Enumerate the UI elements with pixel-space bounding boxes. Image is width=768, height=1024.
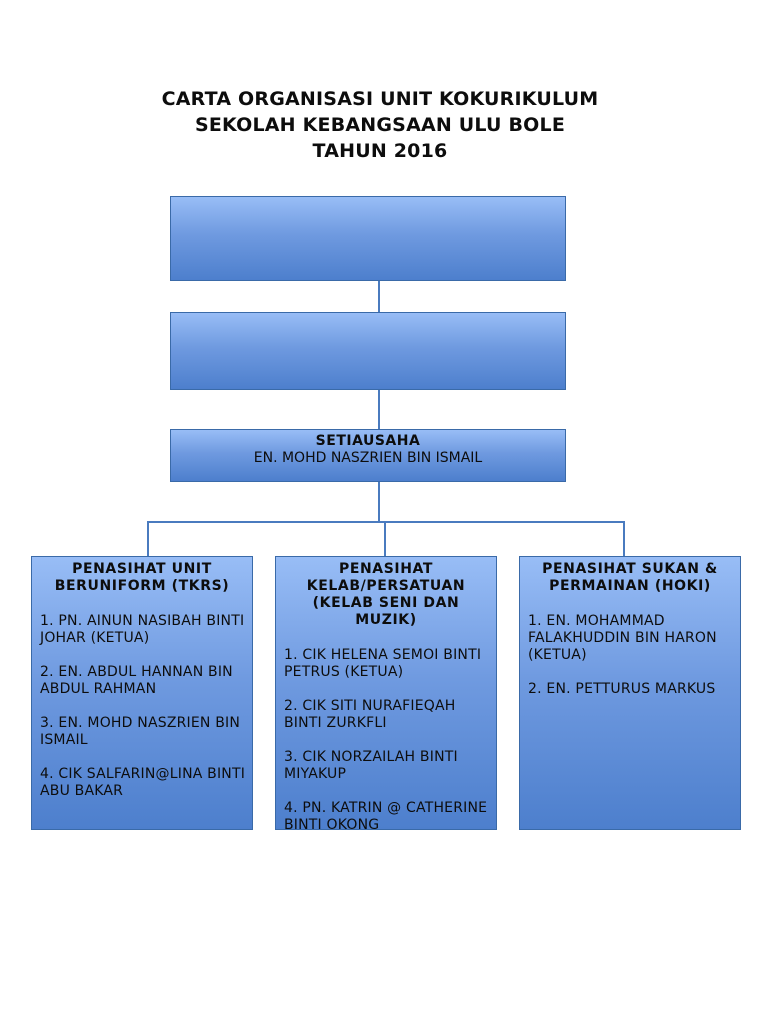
connector-horizontal [147, 521, 625, 523]
list-item: 2. EN. ABDUL HANNAN BIN ABDUL RAHMAN [40, 664, 233, 697]
connector-secretary-down [378, 482, 380, 522]
connector-col3 [623, 521, 625, 556]
connector-top-to-second [378, 281, 380, 313]
connector-second-to-secretary [378, 390, 380, 430]
advisor-box-uniform: PENASIHAT UNIT BERUNIFORM (TKRS) 1. PN. … [31, 556, 253, 830]
title-line-1: CARTA ORGANISASI UNIT KOKURIKULUM [161, 88, 599, 110]
advisor-box-sports: PENASIHAT SUKAN & PERMAINAN (HOKI) 1. EN… [519, 556, 741, 830]
advisor-title-club: PENASIHAT KELAB/PERSATUAN (KELAB SENI DA… [306, 561, 466, 628]
secretary-box: SETIAUSAHA EN. MOHD NASZRIEN BIN ISMAIL [170, 429, 566, 482]
title-line-2: SEKOLAH KEBANGSAAN ULU BOLE [194, 114, 566, 136]
chart-title: CARTA ORGANISASI UNIT KOKURIKULUM SEKOLA… [0, 86, 768, 164]
list-item: 2. EN. PETTURUS MARKUS [528, 681, 716, 697]
list-item: 4. CIK SALFARIN@LINA BINTI ABU BAKAR [40, 766, 246, 799]
secretary-role: SETIAUSAHA [315, 433, 421, 449]
list-item: 1. PN. AINUN NASIBAH BINTI JOHAR (KETUA) [40, 613, 245, 646]
connector-col2 [384, 521, 386, 556]
second-box [170, 312, 566, 390]
list-item: 1. EN. MOHAMMAD FALAKHUDDIN BIN HARON (K… [528, 613, 717, 663]
connector-col1 [147, 521, 149, 556]
list-item: 1. CIK HELENA SEMOI BINTI PETRUS (KETUA) [284, 647, 482, 680]
top-box [170, 196, 566, 281]
advisor-box-club: PENASIHAT KELAB/PERSATUAN (KELAB SENI DA… [275, 556, 497, 830]
advisor-title-uniform: PENASIHAT UNIT BERUNIFORM (TKRS) [54, 561, 230, 594]
list-item: 3. CIK NORZAILAH BINTI MIYAKUP [284, 749, 458, 782]
member-list-sports: 1. EN. MOHAMMAD FALAKHUDDIN BIN HARON (K… [520, 613, 740, 698]
advisor-title-sports: PENASIHAT SUKAN & PERMAINAN (HOKI) [542, 561, 718, 594]
list-item: 4. PN. KATRIN @ CATHERINE BINTI OKONG [284, 800, 488, 830]
title-line-3: TAHUN 2016 [312, 140, 448, 162]
secretary-name: EN. MOHD NASZRIEN BIN ISMAIL [253, 450, 483, 466]
list-item: 3. EN. MOHD NASZRIEN BIN ISMAIL [40, 715, 241, 748]
member-list-club: 1. CIK HELENA SEMOI BINTI PETRUS (KETUA)… [276, 647, 496, 830]
list-item: 2. CIK SITI NURAFIEQAH BINTI ZURKFLI [284, 698, 456, 731]
member-list-uniform: 1. PN. AINUN NASIBAH BINTI JOHAR (KETUA)… [32, 613, 252, 800]
